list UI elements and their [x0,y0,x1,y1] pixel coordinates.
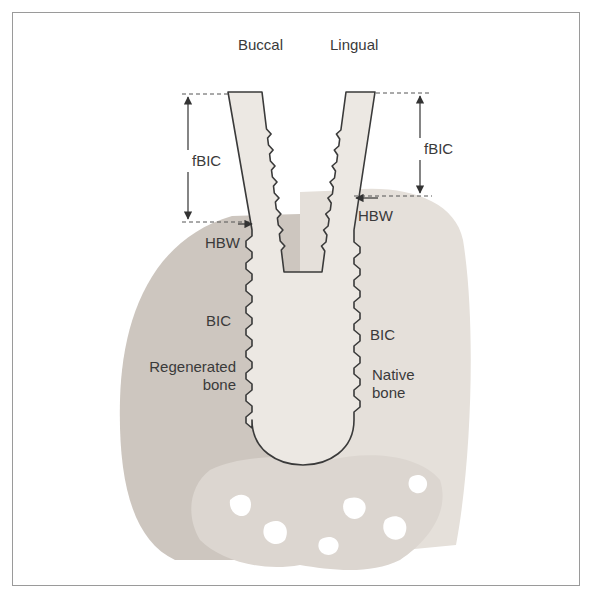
dimension-label: fBIC [424,140,453,158]
dimension-label: fBIC [192,152,221,170]
measure-label: BIC [206,312,231,330]
dimension-label: HBW [205,234,240,252]
implant-body [228,92,375,465]
reference-lines [182,93,432,222]
frame [13,13,580,586]
side-label: Lingual [330,36,378,54]
side-label: Buccal [238,36,283,54]
region-label: Native bone [372,366,434,402]
measure-label: BIC [370,326,395,344]
marrow-spaces [230,475,427,555]
trabecular-bone [191,455,442,570]
dimension-label: HBW [358,207,393,225]
region-label: Regenerated bone [112,358,236,394]
dimension-arrows [188,96,420,224]
